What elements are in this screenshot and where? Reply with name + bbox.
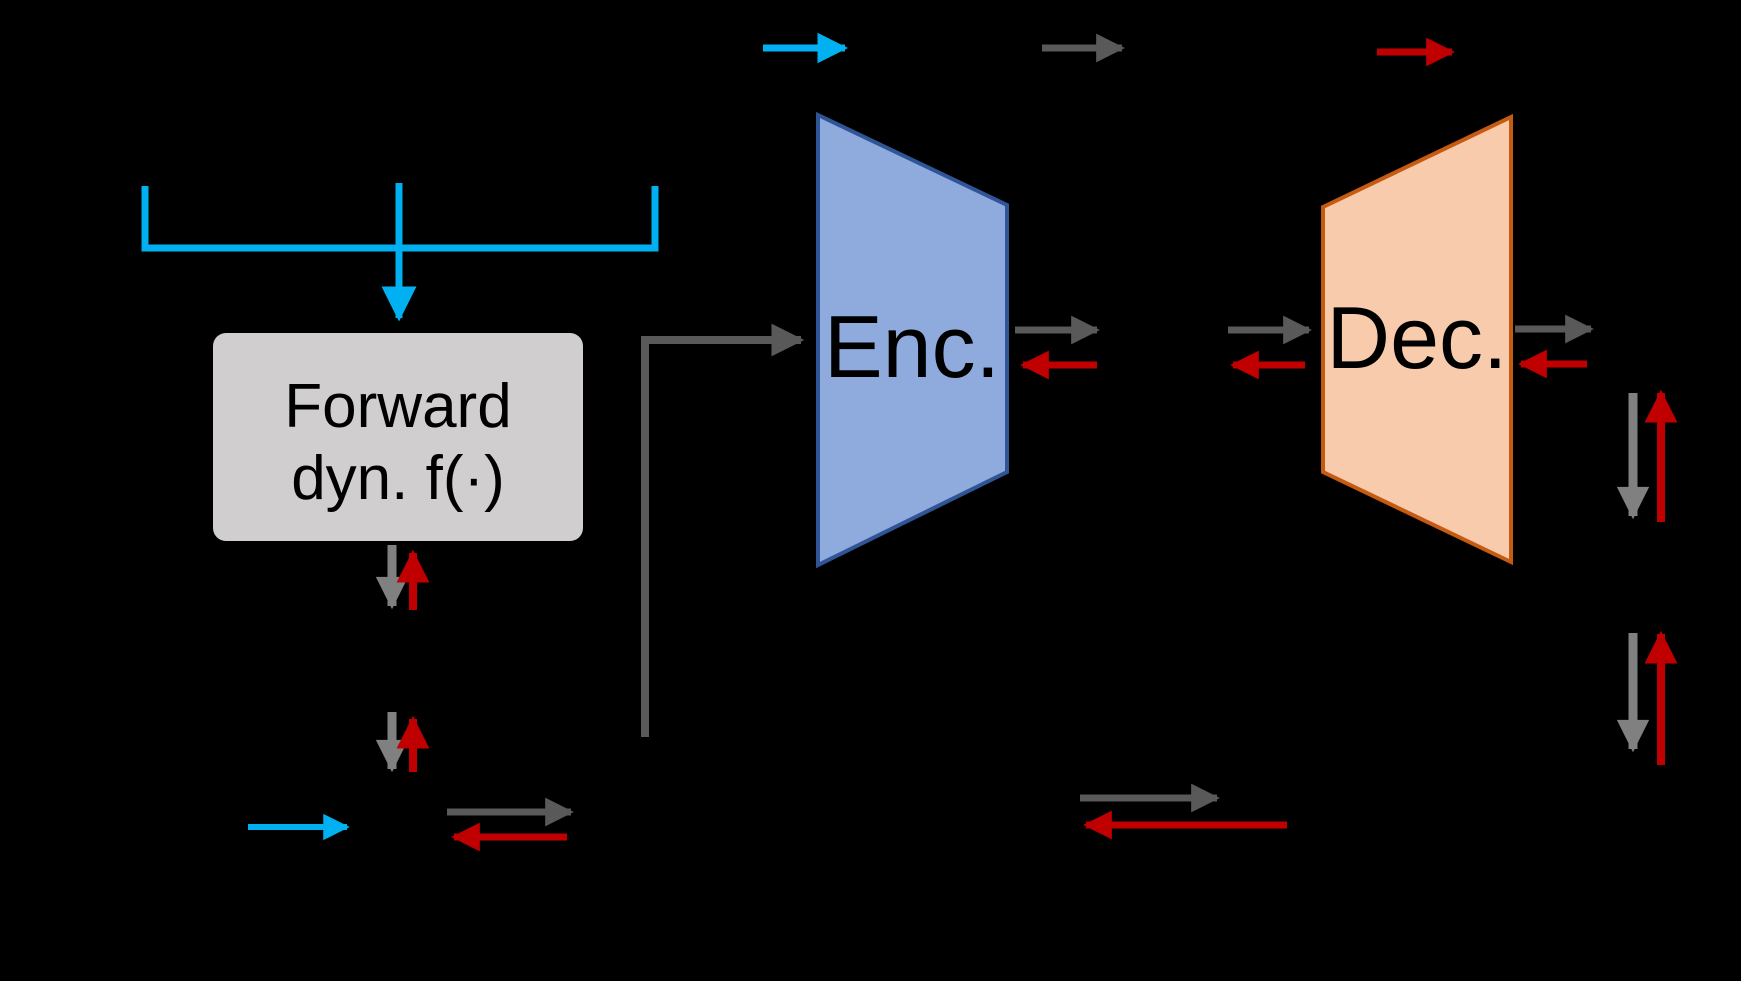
prediction-to-encoder-elbow-arrow <box>641 323 805 737</box>
encoder-trapezoid <box>816 111 1009 569</box>
forward-dynamics-label-line1: Forward <box>284 372 511 441</box>
forward-dynamics-box <box>213 333 583 541</box>
forward-dynamics-label-line2: dyn. f(·) <box>291 444 505 513</box>
decoder-label: Dec. <box>1327 288 1508 387</box>
encoder-label: Enc. <box>824 297 1000 396</box>
decoder-trapezoid <box>1321 113 1513 566</box>
